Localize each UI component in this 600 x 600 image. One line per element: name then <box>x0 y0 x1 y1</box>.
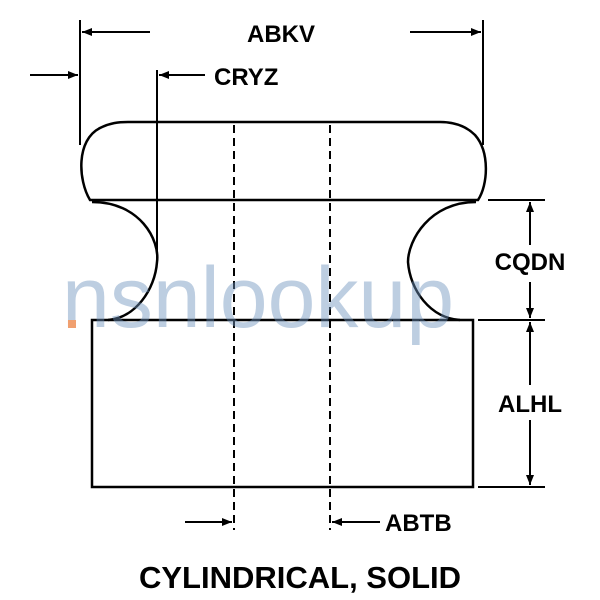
label-abkv: ABKV <box>247 21 315 48</box>
label-abtb: ABTB <box>385 510 452 537</box>
neck-right-arc <box>406 200 477 322</box>
label-alhl: ALHL <box>498 391 562 418</box>
label-cqdn: CQDN <box>495 249 566 276</box>
label-cryz: CRYZ <box>214 64 278 91</box>
cap-outline <box>80 120 488 202</box>
diagram-title: CYLINDRICAL, SOLID <box>139 560 461 595</box>
watermark: nsnlookup <box>62 250 454 346</box>
base-body <box>90 318 475 489</box>
watermark-dot <box>68 320 76 328</box>
